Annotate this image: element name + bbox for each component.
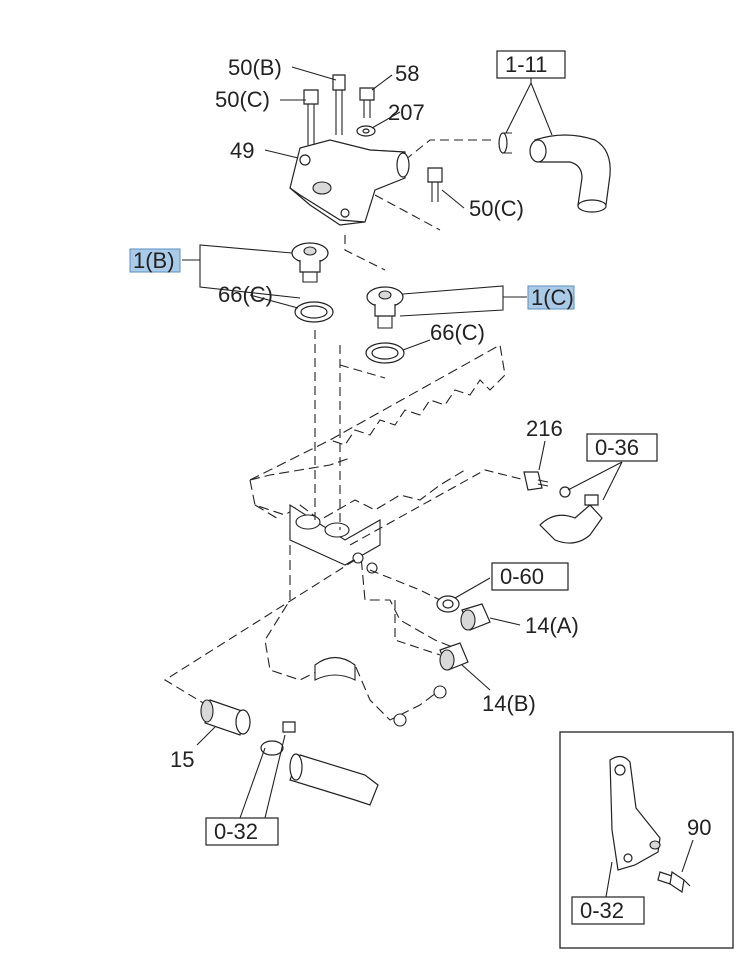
label-207: 207 xyxy=(388,100,425,125)
highlighted-refs: 1(B) 1(C) xyxy=(129,248,575,310)
label-50c-top: 50(C) xyxy=(215,87,270,112)
gasket-0-60 xyxy=(436,595,460,613)
gasket-66c-left xyxy=(294,301,334,323)
thermostat-seat xyxy=(289,503,447,727)
bolt-50c-top xyxy=(303,89,319,145)
label-14b: 14(B) xyxy=(482,691,536,716)
label-15: 15 xyxy=(170,747,194,772)
hose-0-36 xyxy=(539,486,603,544)
svg-text:0-32: 0-32 xyxy=(214,819,258,844)
leader-lines xyxy=(182,66,623,819)
label-66c-right: 66(C) xyxy=(430,320,485,345)
ref-box-0-32-inset[interactable]: 0-32 xyxy=(571,896,645,925)
svg-text:1(B): 1(B) xyxy=(133,248,175,273)
ref-box-0-60[interactable]: 0-60 xyxy=(491,562,569,591)
thermostat-housing xyxy=(289,139,410,226)
bolt-50c-side xyxy=(427,167,443,202)
thermostat-1b xyxy=(291,242,329,283)
svg-text:1(C): 1(C) xyxy=(531,285,574,310)
highlight-1b[interactable]: 1(B) xyxy=(129,248,181,273)
gasket-66c-right xyxy=(365,342,405,364)
svg-text:1-11: 1-11 xyxy=(505,52,547,77)
bolt-58 xyxy=(359,87,375,118)
ref-box-0-32-main[interactable]: 0-32 xyxy=(205,817,279,846)
part-labels: 50(B) 50(C) 58 207 49 50(C) 66(C) 66(C) … xyxy=(170,55,711,840)
washer-207 xyxy=(356,125,376,137)
bolt-50b xyxy=(332,74,346,135)
hose-0-32 xyxy=(260,721,379,806)
label-50b: 50(B) xyxy=(228,55,282,80)
label-66c-left: 66(C) xyxy=(218,282,273,307)
label-216: 216 xyxy=(526,416,563,441)
svg-text:0-32: 0-32 xyxy=(580,898,624,923)
label-50c-side: 50(C) xyxy=(469,196,524,221)
label-58: 58 xyxy=(395,61,419,86)
label-49: 49 xyxy=(230,138,254,163)
ref-box-0-36[interactable]: 0-36 xyxy=(586,433,658,462)
plug-14a xyxy=(460,603,491,631)
svg-text:0-60: 0-60 xyxy=(500,564,544,589)
svg-text:0-36: 0-36 xyxy=(595,435,639,460)
connector-216 xyxy=(523,471,549,491)
thermostat-1c xyxy=(366,286,404,329)
label-90: 90 xyxy=(687,815,711,840)
highlight-1c[interactable]: 1(C) xyxy=(527,285,575,310)
plug-14b xyxy=(439,642,469,671)
label-14a: 14(A) xyxy=(525,613,579,638)
pipe-15 xyxy=(200,699,251,736)
ref-box-1-11[interactable]: 1-11 xyxy=(496,50,566,79)
hose-1-11 xyxy=(498,132,611,213)
reference-boxes: 1-11 0-36 0-60 0-32 0-32 xyxy=(205,50,658,925)
